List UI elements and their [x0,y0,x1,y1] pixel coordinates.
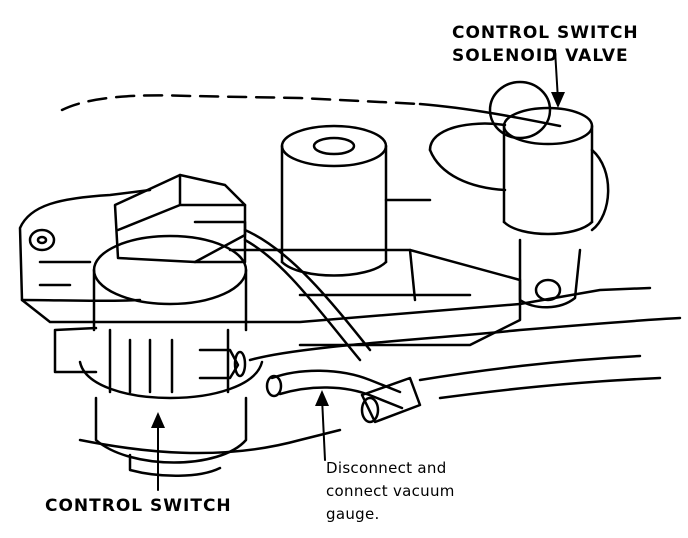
valve-housing [228,248,522,347]
solenoid-label-line1: CONTROL SWITCH [452,23,639,43]
hose-connector [360,376,422,424]
leader-vacuum [321,397,326,461]
arrowhead-vacuum [315,390,329,406]
control-switch-label: CONTROL SWITCH [45,496,232,516]
lower-tube-2 [418,354,642,382]
solenoid-hose-loop [488,80,552,140]
arrowhead-solenoid [551,92,565,108]
switch-flange [92,234,248,306]
base-plate-edge [20,298,142,303]
solenoid-label-line2: SOLENOID VALVE [452,46,629,66]
switch-connector-top [113,173,247,264]
vacuum-port [198,348,240,380]
bolt-left [28,228,56,252]
vacuum-hose [270,369,402,394]
lower-tube-3 [438,376,662,400]
note-line1: Disconnect and [326,459,447,477]
manifold-dashed-outline [60,94,422,112]
note-line2: connect vacuum [326,482,455,500]
leader-solenoid [554,49,559,101]
central-canister-top [280,124,388,168]
switch-base-ring [78,360,264,400]
arrowhead-control-switch [151,412,165,428]
lower-tube-1 [248,316,682,362]
note-line3: gauge. [326,505,380,523]
switch-body [92,268,248,332]
solenoid-valve-body [502,124,594,224]
central-canister-body [280,144,388,264]
switch-connector-plug [193,220,247,264]
switch-wire [243,228,372,352]
